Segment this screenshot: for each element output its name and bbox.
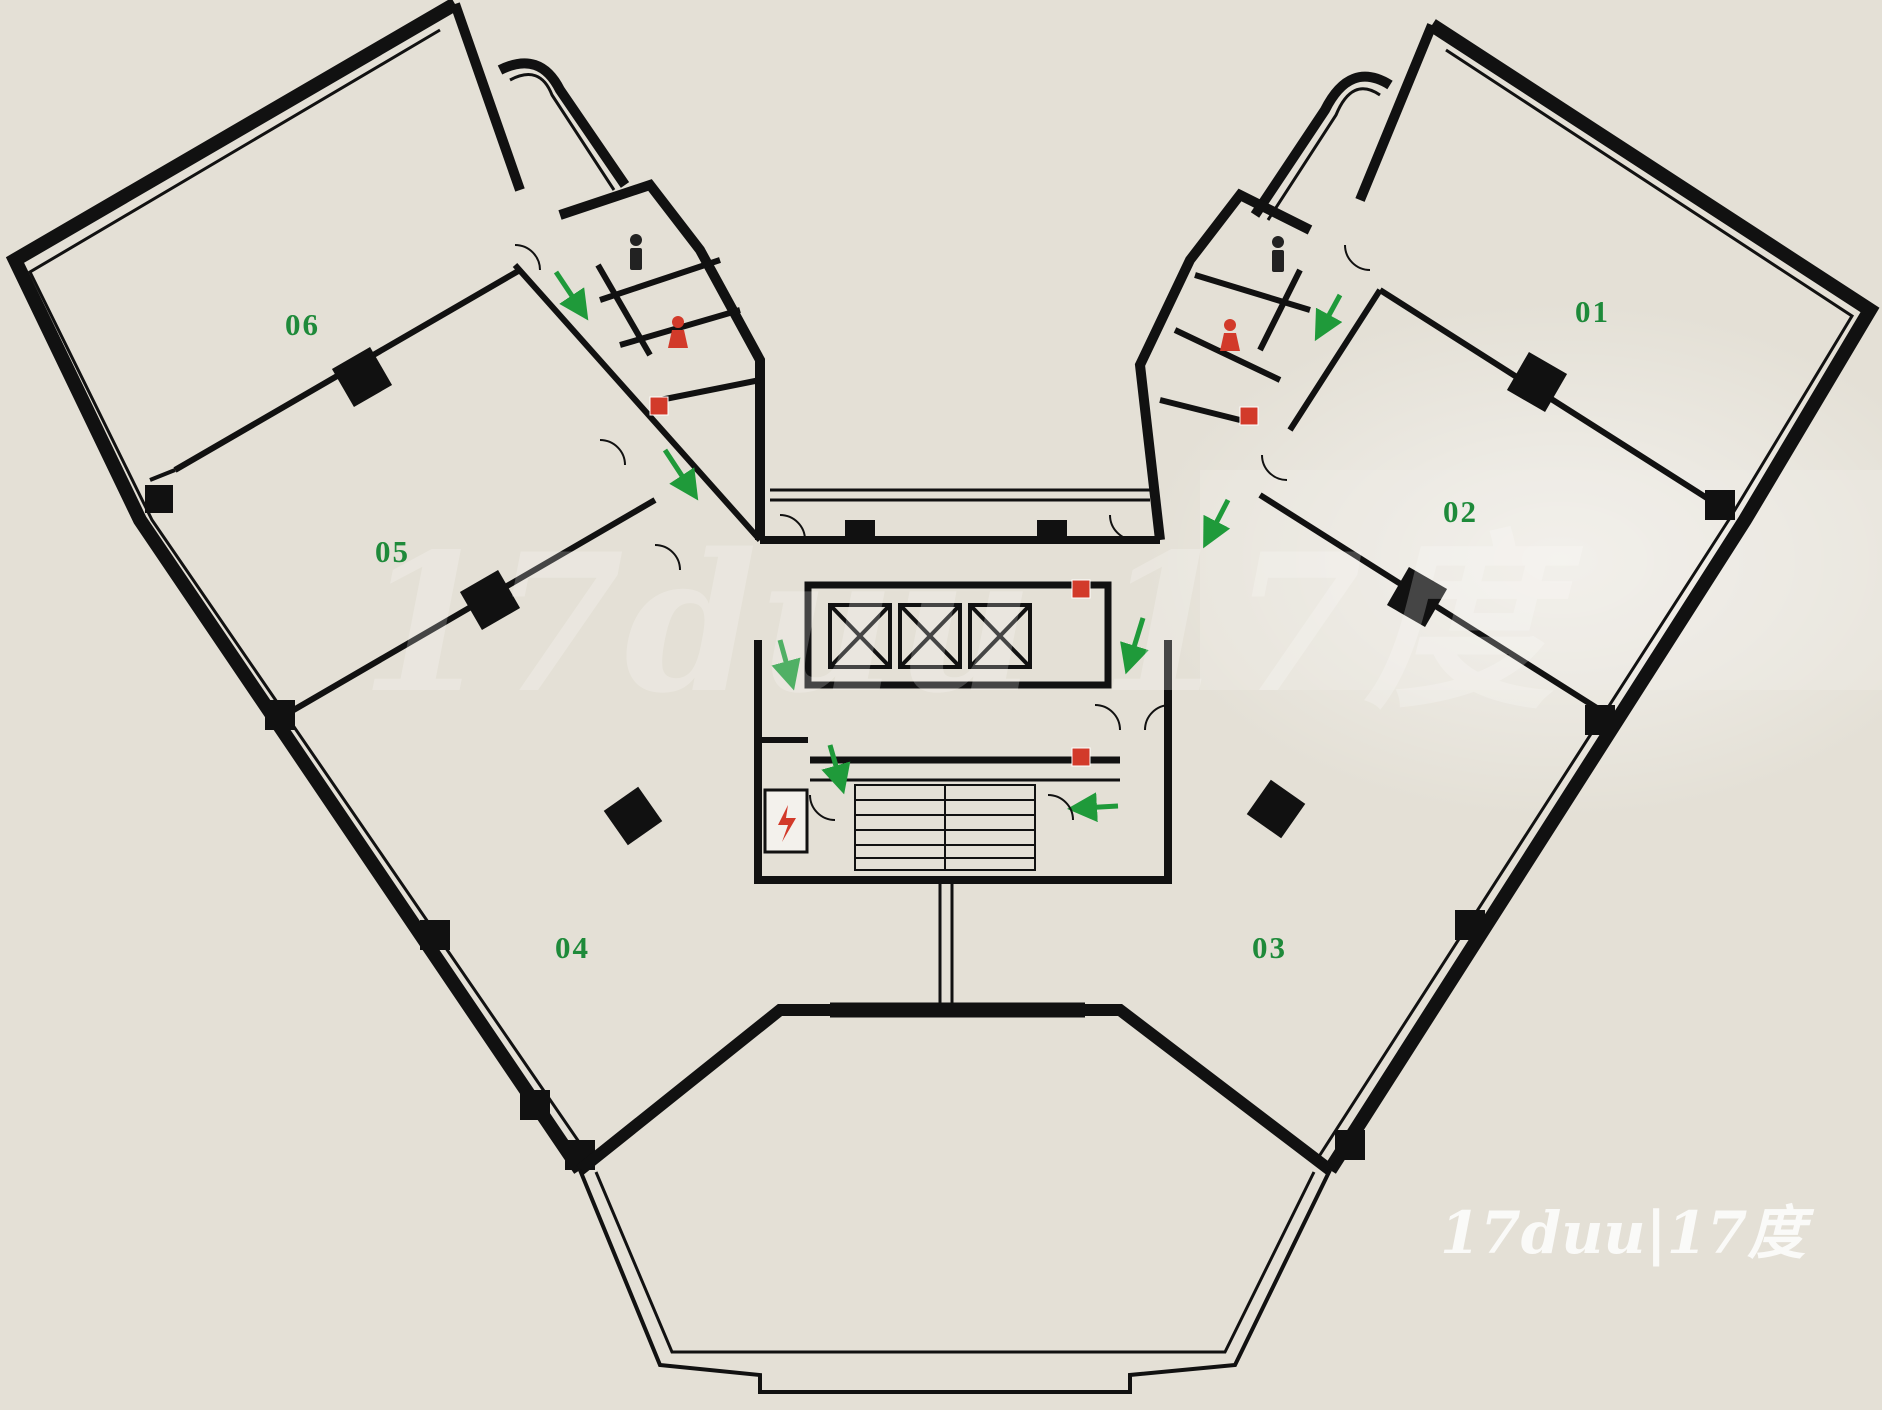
top-connector (760, 488, 1160, 544)
exit-arrow-icon (1120, 617, 1149, 675)
left-columns (145, 346, 663, 1170)
elevator-icon (968, 603, 1032, 669)
left-stair-curve (497, 58, 630, 188)
unit-label-03: 03 (1252, 930, 1287, 965)
left-service-block (558, 179, 765, 540)
right-stair-curve (1250, 71, 1393, 218)
unit-label-05: 05 (375, 534, 410, 569)
unit-label-01: 01 (1575, 294, 1610, 329)
core (754, 581, 1172, 884)
watermark-corner: 17duu|17度 (1440, 1199, 1814, 1267)
exit-arrow-icon (771, 639, 801, 691)
elevator-icon (898, 603, 962, 669)
left-wing-walls (5, 0, 763, 1174)
right-columns (1246, 351, 1735, 1160)
exit-arrows (553, 270, 1343, 823)
exit-arrow-icon (662, 448, 699, 501)
fire-extinguisher-icon (649, 396, 1259, 767)
unit-label-02: 02 (1443, 494, 1478, 529)
female-restroom-icon (668, 316, 688, 348)
spine (938, 880, 954, 1005)
core-stairs (854, 784, 1036, 871)
electrical-room (763, 788, 809, 854)
exit-arrow-icon (821, 744, 851, 795)
exit-arrow-icon (1314, 293, 1343, 342)
unit-label-04: 04 (555, 930, 590, 965)
male-restroom-icon (630, 234, 642, 270)
watermark-center: 17duu 17度 (360, 512, 1584, 735)
exit-arrow-icon (553, 270, 589, 321)
male-restroom-icon (1272, 236, 1284, 272)
electrical-hazard-icon (778, 805, 796, 842)
elevator-icon (828, 603, 892, 669)
exit-arrow-icon (1203, 498, 1231, 549)
right-service-block (1134, 188, 1313, 541)
female-restroom-icon (1220, 319, 1240, 351)
bottom-walls (576, 1002, 1334, 1394)
exit-arrow-icon (1067, 792, 1119, 823)
unit-label-06: 06 (285, 307, 320, 342)
door-swings (514, 244, 1371, 821)
elevator-bank (828, 603, 1032, 669)
